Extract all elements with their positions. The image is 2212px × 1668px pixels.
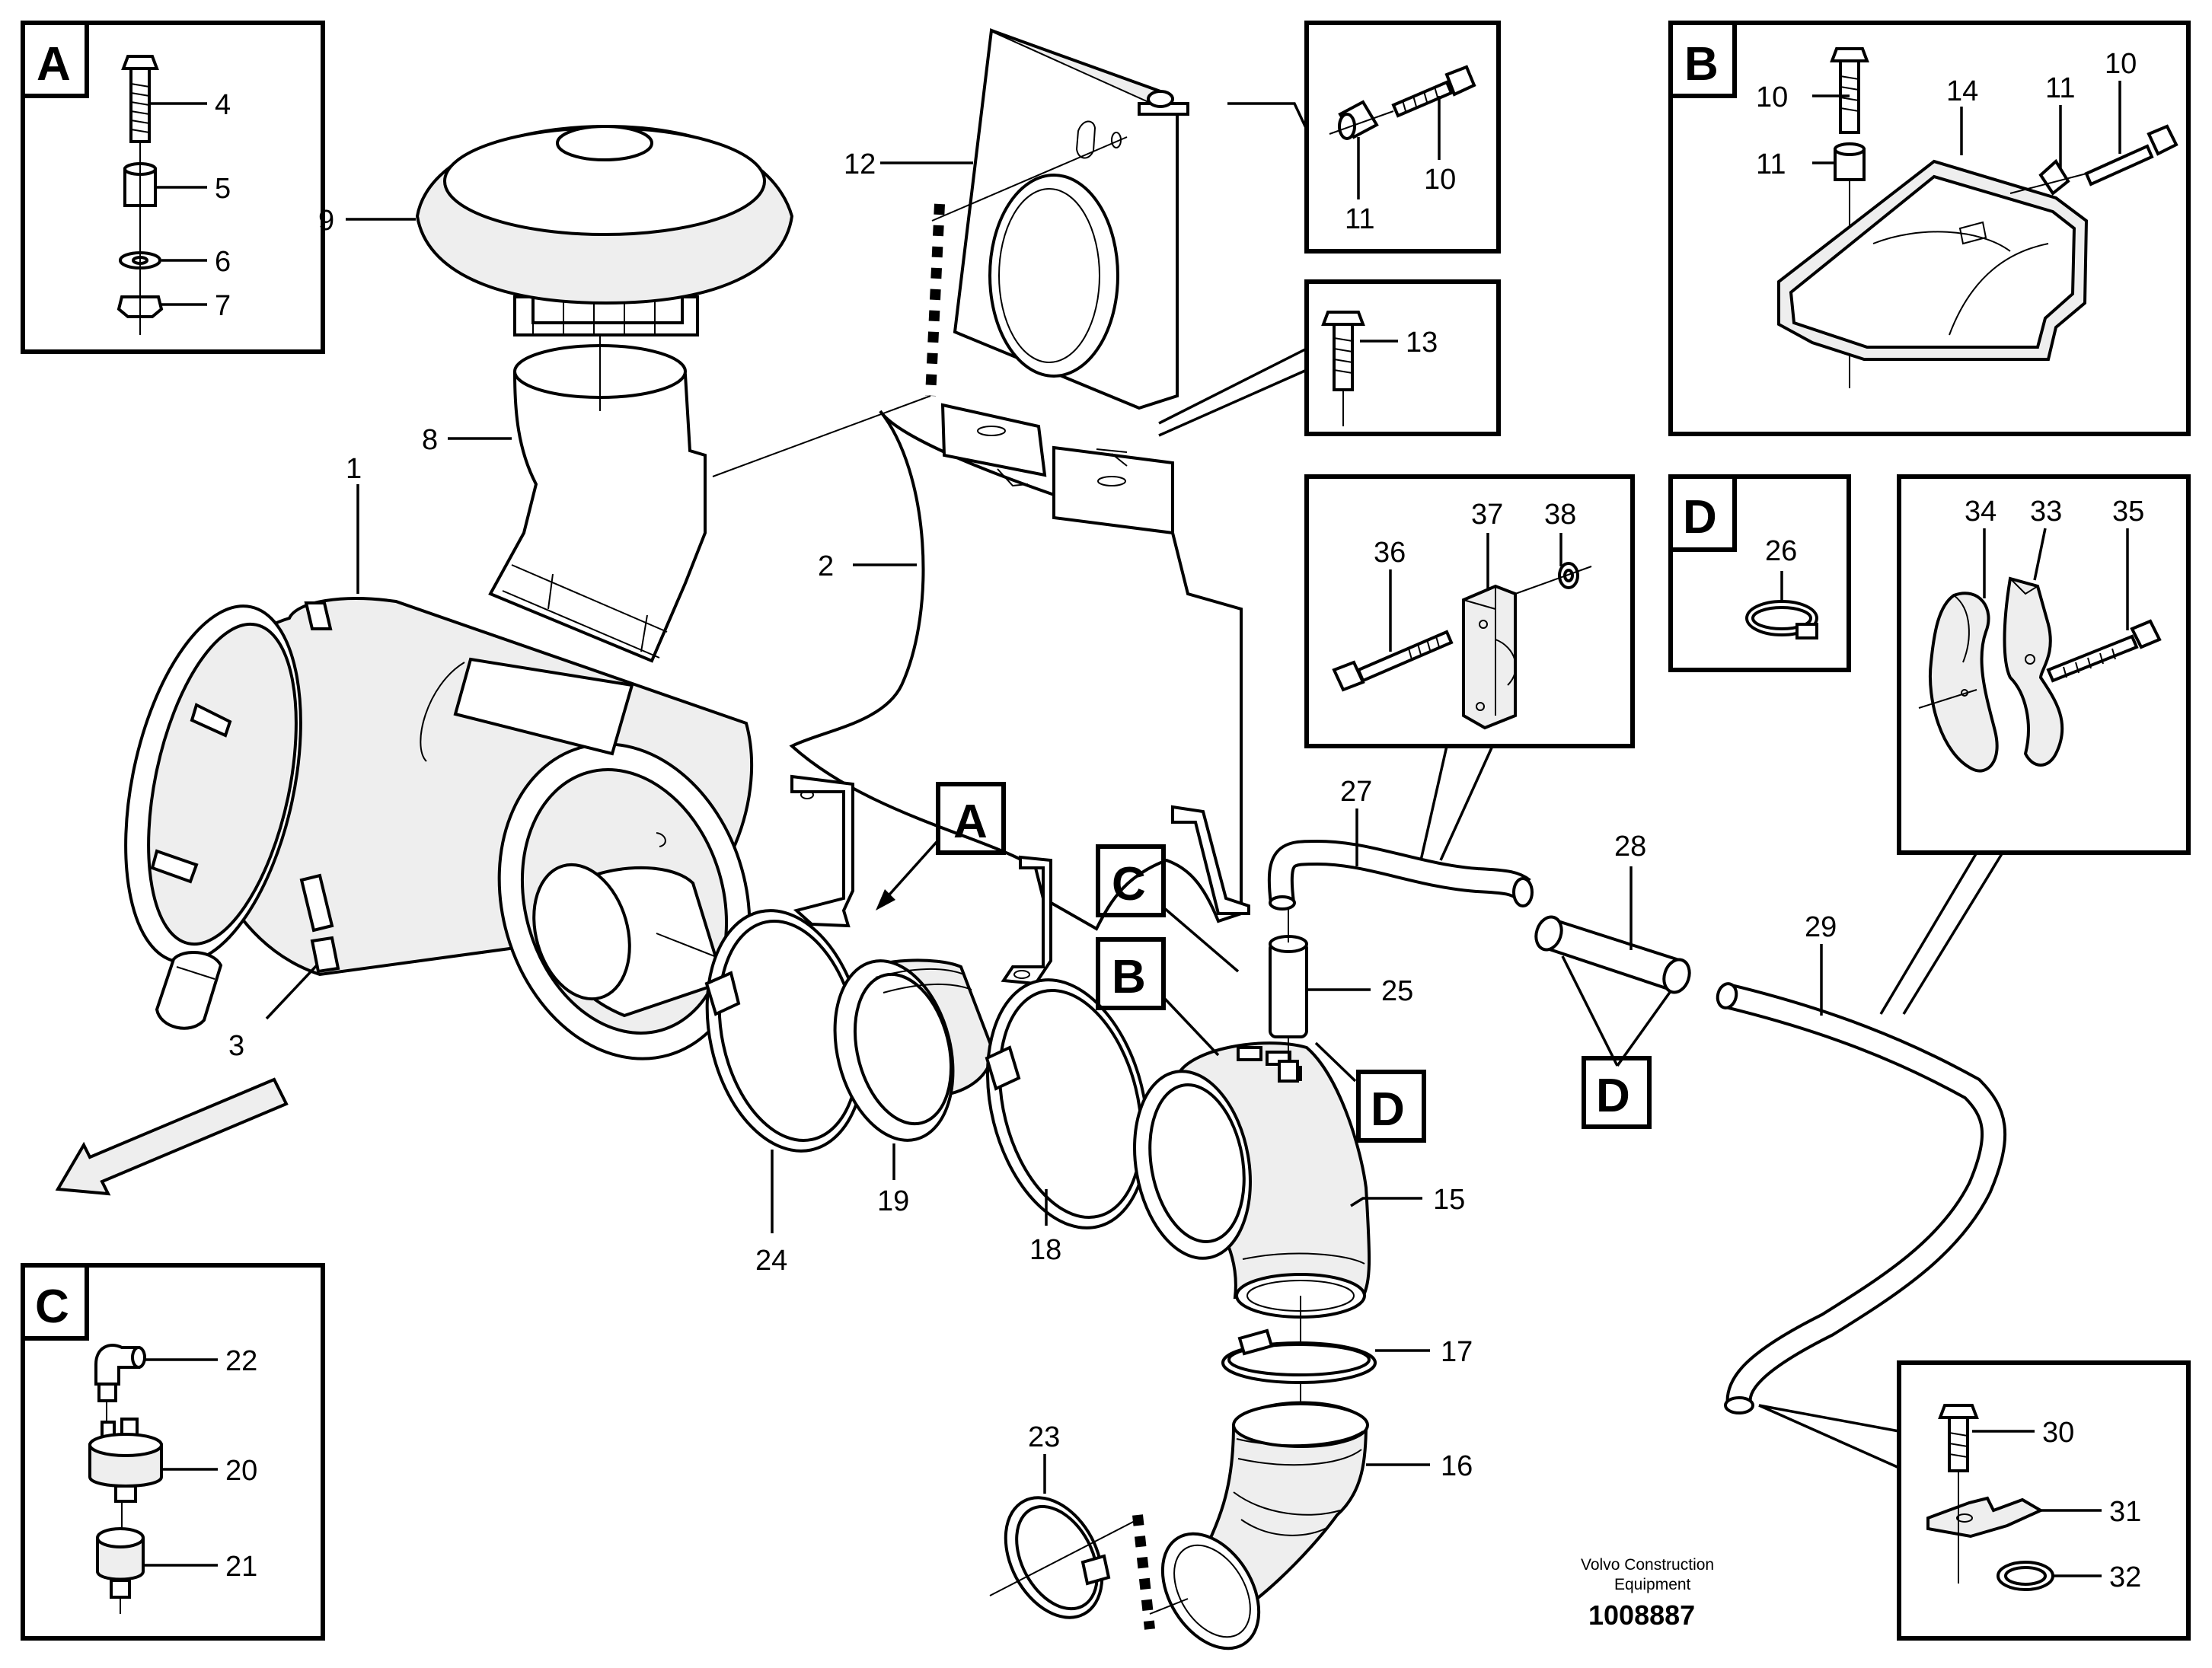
part-label-18: 18: [1029, 1234, 1061, 1266]
part-label-27: 27: [1340, 776, 1372, 808]
part-label-37: 37: [1471, 499, 1503, 531]
part-label-32: 32: [2109, 1561, 2141, 1593]
callout-box-bracket-30-32: 30 31 32: [1758, 1360, 2191, 1641]
detail-box-b: B 10 11 14 11 10: [1668, 21, 2191, 436]
part-label-1: 1: [346, 453, 362, 485]
callout-marker-a: A: [876, 782, 1006, 911]
part-label-30: 30: [2042, 1417, 2074, 1449]
hose-clamp-17: 17: [1221, 1296, 1473, 1411]
document-number: 1008887: [1588, 1599, 1695, 1631]
part-label-14: 14: [1946, 75, 1978, 107]
part-label-34: 34: [1965, 496, 1997, 528]
footer-stamp: Volvo Construction Equipment 1008887: [1581, 1556, 1714, 1631]
callout-letter-b: B: [1112, 951, 1146, 1003]
part-label-8: 8: [422, 424, 438, 456]
callout-letter-c: C: [1112, 858, 1146, 911]
company-line-1: Volvo Construction: [1581, 1556, 1714, 1574]
part-label-33: 33: [2030, 496, 2062, 528]
part-label-21: 21: [225, 1551, 257, 1583]
part-label-11-b: 11: [1756, 148, 1786, 180]
part-label-23: 23: [1028, 1421, 1060, 1453]
hose-clamp-23: 23: [989, 1421, 1189, 1630]
part-label-6: 6: [215, 246, 231, 278]
part-label-15: 15: [1433, 1184, 1465, 1216]
part-label-12: 12: [844, 148, 876, 180]
part-label-10-a: 10: [1424, 164, 1456, 196]
callout-marker-d1: D: [1314, 1041, 1426, 1143]
callout-marker-b: B: [1096, 937, 1220, 1057]
part-label-25: 25: [1381, 975, 1413, 1007]
part-label-19: 19: [877, 1185, 909, 1217]
part-label-26: 26: [1765, 535, 1797, 567]
part-label-11-c: 11: [2045, 72, 2075, 104]
dashed-leader: [925, 203, 945, 397]
callout-box-bolt-spacer: 11 10: [1227, 21, 1501, 254]
elbow-pipe-15: 15: [1133, 1041, 1465, 1319]
callout-box-clip-33-35: 34 33 35: [1879, 474, 2191, 1015]
hose-clamp-24: 24: [704, 909, 867, 1277]
detail-box-a: A 4 5 6 7: [21, 21, 325, 354]
part-label-3: 3: [228, 1030, 244, 1062]
part-label-7: 7: [215, 290, 231, 322]
callout-letter-d1: D: [1371, 1083, 1405, 1136]
part-label-29: 29: [1805, 911, 1837, 943]
breather-hoses: 25 27 28 29: [1267, 776, 2007, 1414]
callout-box-bolt-13: 13: [1158, 279, 1501, 437]
part-label-9: 9: [318, 205, 334, 237]
part-label-17: 17: [1441, 1336, 1473, 1368]
part-label-24: 24: [755, 1245, 787, 1277]
callout-letter-a: A: [953, 796, 988, 848]
part-label-11-a: 11: [1345, 203, 1374, 235]
air-filter-housing: 1 3: [124, 453, 754, 1062]
detail-letter-c: C: [35, 1281, 69, 1333]
company-line-2: Equipment: [1614, 1576, 1691, 1593]
filter-bracket: 2: [789, 403, 1250, 986]
mounting-plate: 12: [844, 28, 1189, 410]
rubber-coupling: 19: [833, 958, 995, 1217]
intake-pipe: 8: [422, 335, 707, 663]
callout-marker-d2: D: [1561, 955, 1672, 1129]
part-label-13: 13: [1406, 327, 1438, 359]
part-label-22: 22: [225, 1345, 257, 1377]
detail-letter-b: B: [1684, 38, 1719, 91]
part-label-2: 2: [818, 550, 834, 582]
callout-box-clip-36-38: 36 37 38: [1304, 474, 1635, 861]
rubber-hose-16: 16: [1160, 1401, 1473, 1650]
detail-letter-d: D: [1683, 491, 1717, 544]
part-label-4: 4: [215, 89, 231, 121]
part-label-28: 28: [1614, 831, 1646, 863]
part-label-20: 20: [225, 1455, 257, 1487]
part-label-10-c: 10: [2105, 48, 2137, 80]
part-label-36: 36: [1374, 537, 1406, 569]
part-label-35: 35: [2112, 496, 2144, 528]
precleaner-cap: 9: [318, 124, 794, 336]
hose-clamp-18: 18: [985, 978, 1150, 1266]
part-label-10-b: 10: [1756, 81, 1788, 113]
forward-direction-arrow-icon: [55, 1077, 289, 1196]
detail-box-c: C 22 20 21: [21, 1263, 325, 1641]
part-label-16: 16: [1441, 1450, 1473, 1482]
part-label-5: 5: [215, 173, 231, 205]
callout-marker-c: C: [1096, 844, 1240, 973]
callout-letter-d2: D: [1596, 1070, 1630, 1122]
detail-box-d: D 26: [1668, 474, 1851, 672]
part-label-31: 31: [2109, 1496, 2141, 1528]
detail-letter-a: A: [37, 38, 71, 91]
part-label-38: 38: [1544, 499, 1576, 531]
